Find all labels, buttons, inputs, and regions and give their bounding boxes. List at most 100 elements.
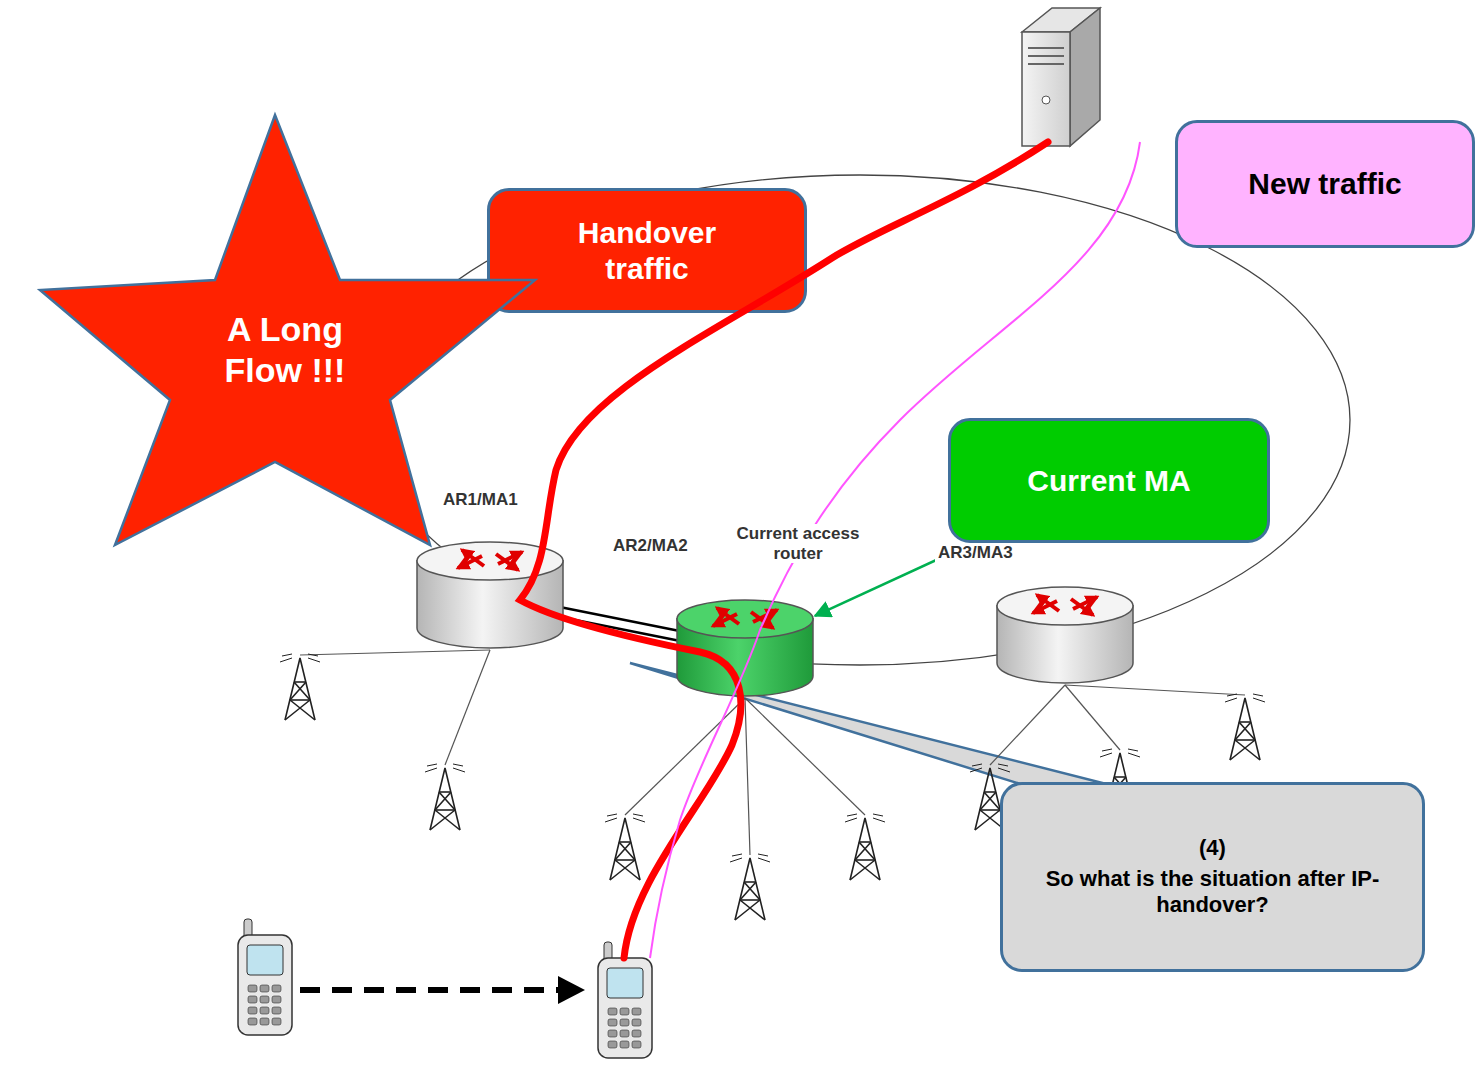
server-icon <box>1022 32 1070 146</box>
tower-symbol <box>1225 694 1265 702</box>
callout-text: So what is the situation after IP-handov… <box>1043 866 1383 919</box>
star-callout: A Long Flow !!! <box>30 110 540 550</box>
router-arrow <box>496 554 518 570</box>
phone-icon <box>248 996 257 1003</box>
tower-symbol <box>845 814 885 822</box>
router-cylinder <box>415 540 565 650</box>
tower-symbol <box>980 809 1000 811</box>
tower-symbol <box>294 681 306 683</box>
server-icon <box>1042 96 1050 104</box>
router-top <box>417 542 563 580</box>
tower-feed <box>745 698 865 815</box>
access-router: AR1/MA1 <box>415 540 565 650</box>
tower-symbol <box>1100 749 1140 757</box>
phone-icon <box>272 996 281 1003</box>
phone-icon <box>632 1019 641 1026</box>
server-icon <box>1028 63 1064 65</box>
callout-box: New traffic <box>1175 120 1475 248</box>
router-top <box>677 600 813 638</box>
router-arrow <box>751 612 773 628</box>
server-icon <box>1070 8 1100 146</box>
tower-feed <box>625 698 745 815</box>
tower-symbol <box>744 881 756 883</box>
phone-icon <box>238 935 292 1035</box>
router-label: AR2/MA2 <box>610 536 691 556</box>
phone-icon <box>272 1018 281 1025</box>
phone-icon <box>260 1007 269 1014</box>
tower-symbol <box>610 818 640 880</box>
phone-icon <box>248 1018 257 1025</box>
tower-symbol <box>280 654 320 720</box>
tower-symbol <box>430 768 460 830</box>
star-shape <box>40 115 535 545</box>
phone-icon <box>632 1030 641 1037</box>
tower-symbol <box>735 882 765 920</box>
tower-symbol <box>1225 694 1265 760</box>
phone-icon <box>598 942 652 1058</box>
tower-feed <box>445 650 490 765</box>
router-label: Current access router <box>720 524 876 563</box>
callout-box: Current MA <box>948 418 1270 543</box>
tower-symbol <box>850 842 880 880</box>
phone-icon <box>620 1019 629 1026</box>
router-arrow <box>462 550 484 566</box>
access-router: AR2/MA2Current access router <box>675 598 815 698</box>
mobile-phones <box>238 919 652 1058</box>
tower-symbol <box>740 899 760 901</box>
router-cylinder <box>675 598 815 698</box>
router-label: AR3/MA3 <box>935 543 1016 563</box>
tower-feed <box>1065 685 1120 750</box>
phone-icon <box>607 968 643 998</box>
phone-icon <box>608 1030 617 1037</box>
tower-feed <box>745 698 750 855</box>
tower-symbol <box>970 764 1010 772</box>
phone-icon <box>608 1019 617 1026</box>
callout-box: Handover traffic <box>487 188 807 313</box>
phone-icon <box>248 985 257 992</box>
phone-icon <box>608 1008 617 1015</box>
tower-symbol <box>1230 722 1260 760</box>
callout-box: (4) So what is the situation after IP-han… <box>1000 782 1425 972</box>
phone-icon <box>620 1030 629 1037</box>
tower-symbol <box>730 854 770 862</box>
tower-symbol <box>730 854 770 920</box>
tower-symbol <box>1235 739 1255 741</box>
movement-arrow <box>300 987 560 993</box>
callout-number: (4) <box>1199 835 1226 861</box>
tower-symbol <box>610 842 640 880</box>
tower-symbol <box>619 841 631 843</box>
tower-symbol <box>850 818 880 880</box>
tower-symbol <box>285 658 315 720</box>
tower-symbol <box>1114 776 1126 778</box>
tower-symbol <box>605 814 645 880</box>
new-traffic-flow <box>650 142 1140 958</box>
tower-symbol <box>430 792 460 830</box>
phone-icon <box>620 1041 629 1048</box>
tower-symbol <box>435 809 455 811</box>
phone-icon <box>272 1007 281 1014</box>
tower-feed <box>300 650 490 655</box>
server-icon <box>1028 47 1064 49</box>
network-ring <box>370 175 1350 665</box>
router-cylinder <box>995 585 1135 685</box>
tower-feed <box>990 685 1065 765</box>
phone-icon <box>260 996 269 1003</box>
callout-text: New traffic <box>1248 166 1401 202</box>
movement-arrow <box>558 976 585 1004</box>
handover-flow <box>520 142 1048 958</box>
phone-icon <box>247 945 283 975</box>
tower-symbol <box>615 859 635 861</box>
tower-symbol <box>439 791 451 793</box>
phone-icon <box>620 1008 629 1015</box>
router-arrow <box>1071 599 1093 615</box>
tower-symbol <box>280 654 320 662</box>
tower-symbol <box>290 699 310 701</box>
tower-symbol <box>425 764 465 830</box>
phone-icon <box>260 1018 269 1025</box>
callout-text: A Long Flow !!! <box>200 309 370 391</box>
phone-icon <box>632 1041 641 1048</box>
router-label: AR1/MA1 <box>440 490 521 510</box>
router-arrow <box>1037 595 1059 611</box>
tower-symbol <box>845 814 885 880</box>
